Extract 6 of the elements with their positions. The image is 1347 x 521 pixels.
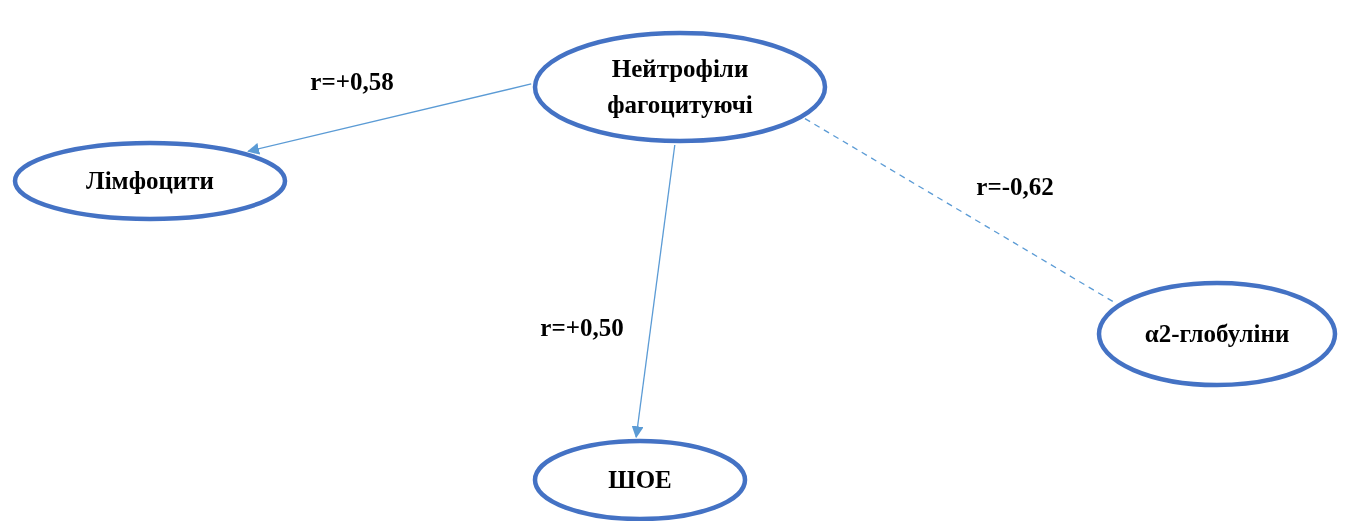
node-label: α2-глобуліни	[1144, 318, 1290, 349]
arrow	[631, 144, 676, 439]
node-label: Нейтрофіли фагоцитуючі	[606, 53, 754, 120]
arrow	[247, 83, 532, 155]
node-label: Лімфоцити	[86, 165, 214, 196]
node-label: ШОЕ	[608, 464, 672, 495]
